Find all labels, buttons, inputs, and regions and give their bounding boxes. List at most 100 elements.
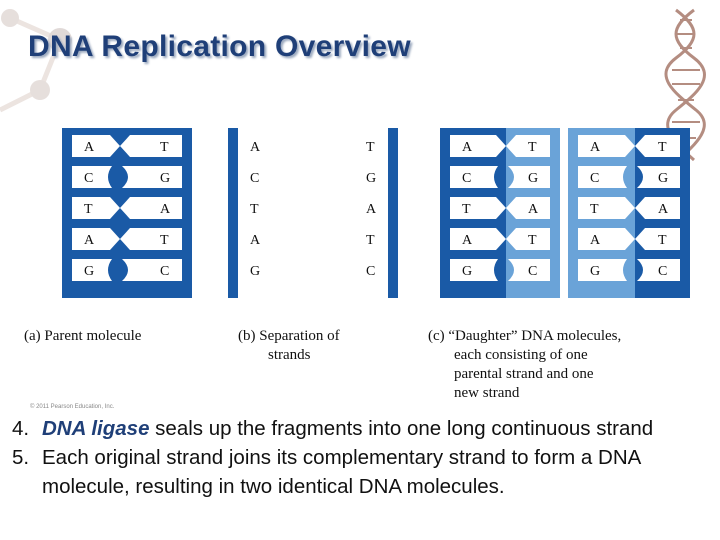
daughter-2-strand-right	[680, 128, 690, 298]
base-label: G	[528, 171, 538, 186]
base-label: T	[84, 202, 93, 217]
slide-title: DNA Replication Overview	[28, 30, 411, 63]
base-right	[635, 228, 680, 250]
base-left	[578, 259, 627, 281]
bullet-5: 5. Each original strand joins its comple…	[12, 443, 712, 501]
separated-strand-right	[388, 128, 398, 298]
bullet-number: 4.	[12, 417, 30, 440]
base-label: A	[250, 140, 261, 155]
base-left	[238, 135, 290, 157]
base-right	[336, 228, 388, 250]
base-right	[336, 197, 388, 219]
base-left	[238, 228, 290, 250]
base-label: G	[590, 264, 600, 279]
base-right	[122, 166, 182, 188]
base-left	[72, 166, 112, 188]
base-right	[637, 259, 680, 281]
base-label: A	[658, 202, 669, 217]
base-left	[72, 135, 120, 157]
caption-line: parental strand and one	[454, 366, 594, 382]
molecule-decoration	[0, 9, 72, 113]
base-right	[120, 228, 182, 250]
base-label: T	[160, 233, 169, 248]
base-label: A	[590, 233, 601, 248]
base-left	[578, 135, 635, 157]
base-label: T	[250, 202, 259, 217]
base-label: G	[250, 264, 260, 279]
caption-daughter-molecules: (c) “Daughter” DNA molecules,each consis…	[428, 327, 708, 403]
base-left	[450, 197, 506, 219]
base-left	[450, 135, 506, 157]
daughter-1-strand-right	[550, 128, 560, 298]
base-label: A	[366, 202, 377, 217]
base-label: C	[658, 264, 667, 279]
base-label: T	[366, 233, 375, 248]
base-label: G	[462, 264, 472, 279]
base-left	[238, 166, 282, 188]
base-label: T	[462, 202, 471, 217]
base-right	[338, 259, 388, 281]
bullet-number: 5.	[12, 446, 30, 469]
base-label: G	[658, 171, 668, 186]
base-right	[122, 259, 182, 281]
base-left	[238, 197, 290, 219]
base-right	[338, 166, 388, 188]
base-label: C	[528, 264, 537, 279]
base-right	[506, 228, 550, 250]
base-label: A	[84, 233, 95, 248]
caption-line: (b) Separation of	[238, 328, 340, 344]
base-label: A	[250, 233, 261, 248]
parent-strand-left	[62, 128, 72, 298]
base-right	[336, 135, 388, 157]
base-right	[637, 166, 680, 188]
base-label: C	[160, 264, 169, 279]
base-label: C	[84, 171, 93, 186]
base-left	[450, 259, 498, 281]
base-label: T	[160, 140, 169, 155]
base-label: T	[658, 233, 667, 248]
caption-separation: (b) Separation of strands	[238, 327, 418, 365]
base-left	[72, 228, 120, 250]
caption-line: (c) “Daughter” DNA molecules,	[428, 328, 622, 344]
bullet-4: 4. DNA ligase seals up the fragments int…	[12, 414, 712, 443]
base-left	[450, 166, 498, 188]
base-right	[506, 197, 550, 219]
base-label: A	[528, 202, 539, 217]
base-right	[635, 135, 680, 157]
base-label: T	[590, 202, 599, 217]
daughter-1-strand-left	[440, 128, 450, 298]
caption-line: new strand	[454, 385, 520, 401]
caption-line: (a) Parent molecule	[24, 328, 142, 344]
base-left	[72, 259, 112, 281]
base-label: A	[462, 140, 473, 155]
base-label: C	[250, 171, 259, 186]
base-label: T	[528, 140, 537, 155]
parent-strand-right	[182, 128, 192, 298]
base-label: C	[590, 171, 599, 186]
base-right	[635, 197, 680, 219]
bullet-list: 4. DNA ligase seals up the fragments int…	[12, 414, 712, 501]
base-left	[72, 197, 120, 219]
base-left	[578, 166, 627, 188]
base-label: T	[658, 140, 667, 155]
base-right	[506, 135, 550, 157]
base-label: G	[160, 171, 170, 186]
base-label: A	[160, 202, 171, 217]
caption-line: strands	[268, 347, 311, 363]
base-right	[508, 259, 550, 281]
base-left	[578, 197, 635, 219]
base-left	[450, 228, 506, 250]
base-left	[238, 259, 282, 281]
copyright-notice: © 2011 Pearson Education, Inc.	[30, 404, 115, 410]
base-label: G	[366, 171, 376, 186]
base-label: A	[84, 140, 95, 155]
base-label: T	[528, 233, 537, 248]
base-left	[578, 228, 635, 250]
base-right	[120, 197, 182, 219]
bullet-text: Each original strand joins its complemen…	[42, 446, 641, 498]
base-label: A	[590, 140, 601, 155]
base-label: A	[462, 233, 473, 248]
base-label: G	[84, 264, 94, 279]
caption-parent-molecule: (a) Parent molecule	[24, 327, 224, 346]
